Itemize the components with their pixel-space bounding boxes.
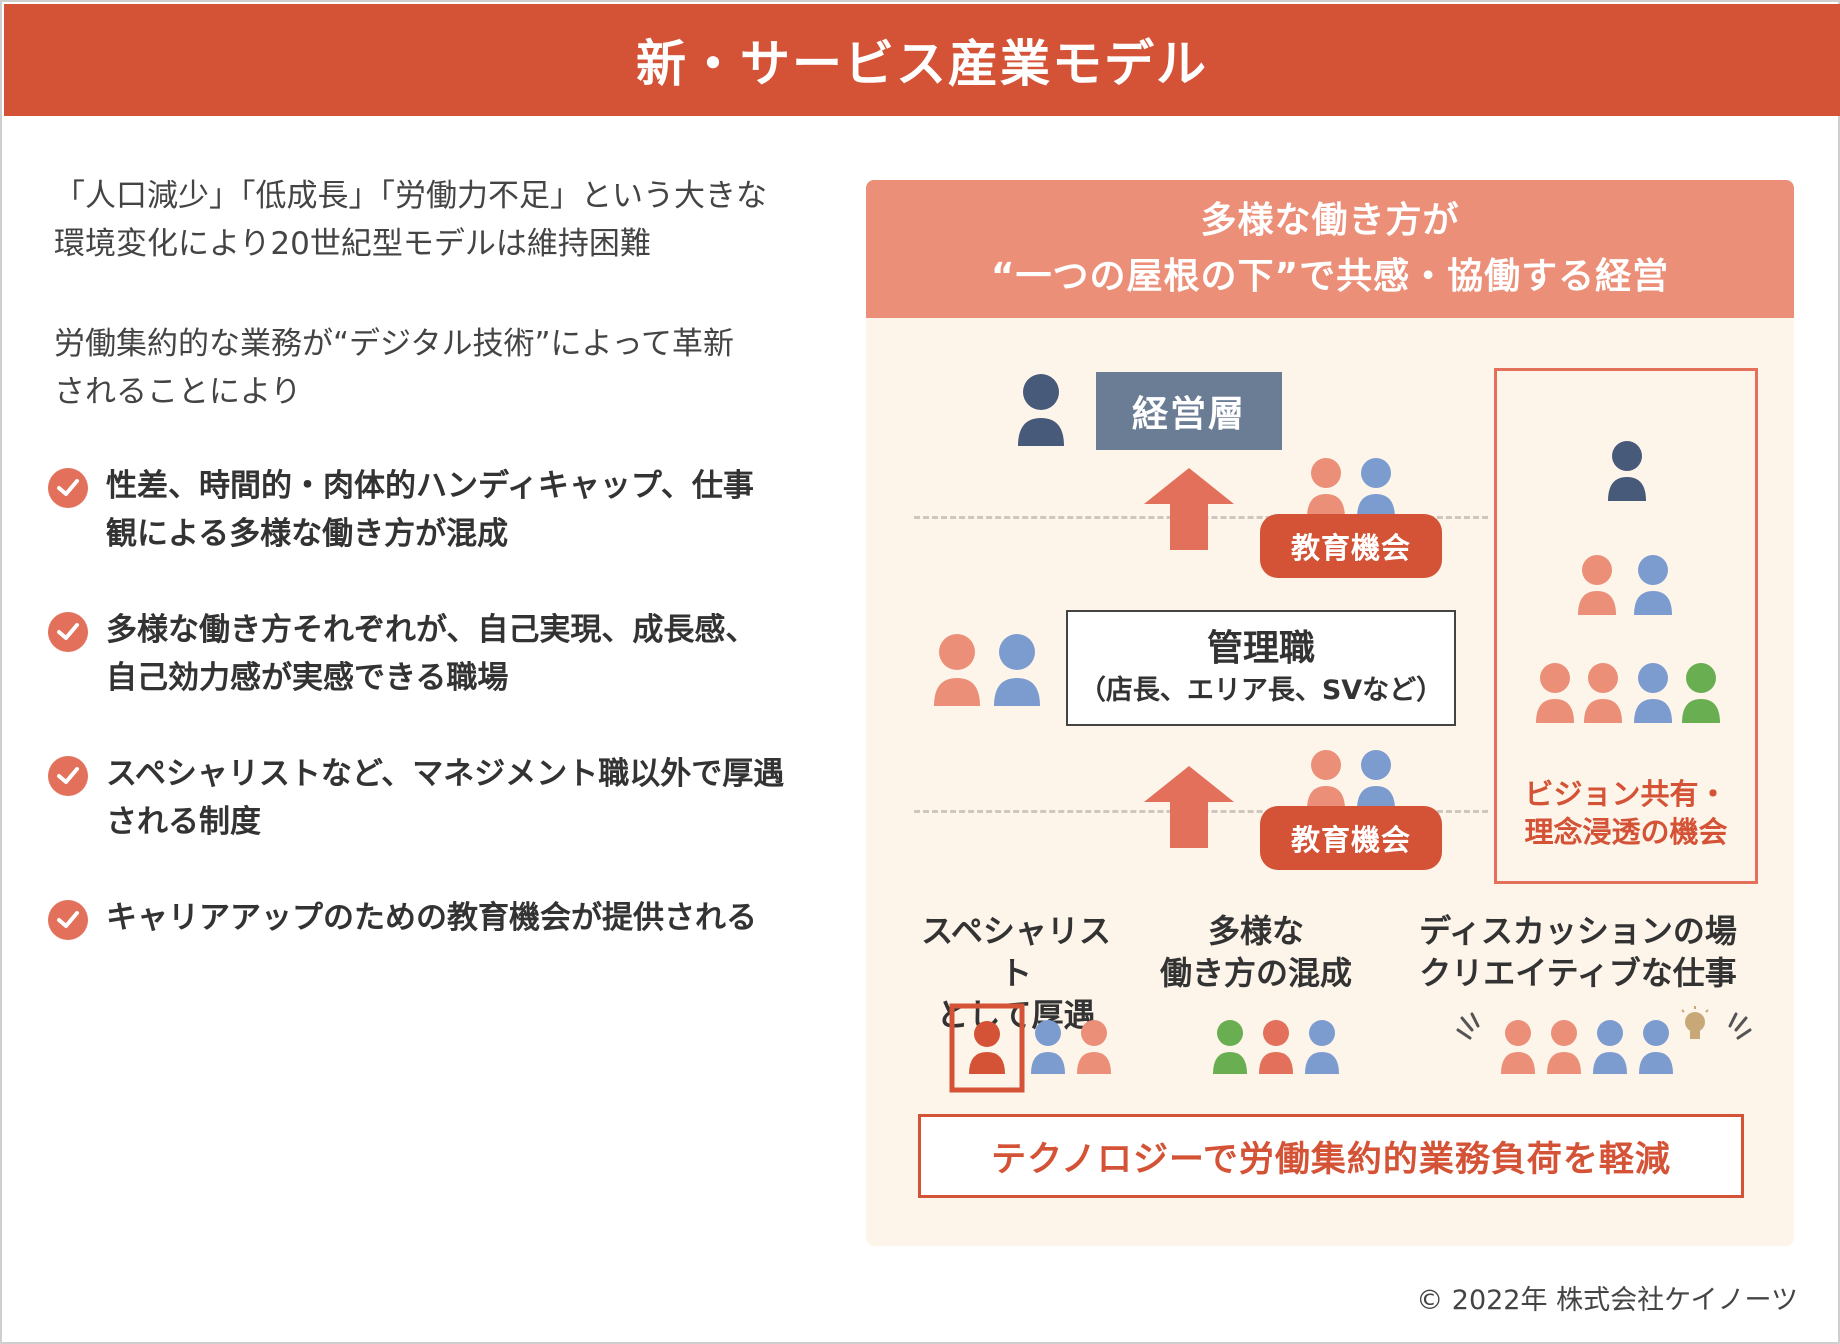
intro-line: 環境変化により20世紀型モデルは維持困難	[54, 226, 651, 262]
category-line: 多様な	[1207, 912, 1304, 950]
person-icon	[1634, 663, 1672, 723]
manager-subtitle: （店長、エリア長、SVなど）	[1078, 675, 1444, 706]
manager-box: 管理職 （店長、エリア長、SVなど）	[1066, 610, 1456, 726]
person-icon	[1634, 555, 1672, 615]
person-icon	[1307, 750, 1345, 810]
category-discussion: ディスカッションの場 クリエイティブな仕事	[1406, 910, 1750, 994]
person-icon	[934, 634, 980, 706]
arrow-up-icon	[1144, 468, 1234, 550]
person-icon	[1547, 1020, 1581, 1074]
category-diverse-work: 多様な 働き方の混成	[1146, 910, 1366, 994]
page-title: 新・サービス産業モデル	[636, 35, 1208, 93]
vision-label: ビジョン共有・ 理念浸透の機会	[1497, 775, 1755, 851]
person-icon	[994, 634, 1040, 706]
bullet-line: 自己効力感が実感できる職場	[106, 660, 509, 696]
vision-label-line: ビジョン共有・	[1524, 777, 1728, 811]
vision-sharing-box: ビジョン共有・ 理念浸透の機会	[1494, 368, 1758, 884]
highlighted-person-icon	[949, 1003, 1025, 1093]
spark-lines-icon	[1456, 1012, 1480, 1040]
bullet-item: 性差、時間的・肉体的ハンディキャップ、仕事 観による多様な働き方が混成	[48, 462, 828, 558]
person-icon	[1031, 1020, 1065, 1074]
bullet-line: 性差、時間的・肉体的ハンディキャップ、仕事	[106, 468, 754, 504]
intro-line: されることにより	[54, 374, 302, 410]
person-icon	[1608, 441, 1646, 501]
person-icon	[1357, 750, 1395, 810]
person-icon	[1077, 1020, 1111, 1074]
executive-box: 経営層	[1096, 372, 1282, 450]
person-icon	[1682, 663, 1720, 723]
category-line: クリエイティブな仕事	[1419, 954, 1737, 992]
bullet-line: キャリアアップのための教育機会が提供される	[106, 900, 757, 936]
person-icon	[1213, 1020, 1247, 1074]
category-line: として厚遇	[936, 996, 1096, 1034]
category-line: ディスカッションの場	[1419, 912, 1737, 950]
education-badge: 教育機会	[1260, 514, 1442, 578]
person-icon	[1639, 1020, 1673, 1074]
spark-lines-icon	[1728, 1012, 1752, 1040]
bullet-text: キャリアアップのための教育機会が提供される	[106, 894, 757, 942]
person-icon	[1501, 1020, 1535, 1074]
arrow-up-icon	[1144, 766, 1234, 848]
bullet-line: スペシャリストなど、マネジメント職以外で厚遇	[106, 756, 785, 792]
person-icon	[1259, 1020, 1293, 1074]
vision-label-line: 理念浸透の機会	[1524, 815, 1728, 849]
bullet-item: スペシャリストなど、マネジメント職以外で厚遇 される制度	[48, 750, 828, 846]
person-icon	[1536, 663, 1574, 723]
check-circle-icon	[48, 468, 88, 508]
title-bar: 新・サービス産業モデル	[4, 4, 1840, 116]
category-specialist: スペシャリスト として厚遇	[906, 910, 1126, 1036]
person-icon	[1584, 663, 1622, 723]
panel-header-line: 多様な働き方が	[1200, 200, 1460, 241]
education-badge: 教育機会	[1260, 806, 1442, 870]
bullet-item: キャリアアップのための教育機会が提供される	[48, 894, 828, 942]
check-circle-icon	[48, 756, 88, 796]
intro-line: 「人口減少」「低成長」「労働力不足」という大きな	[54, 178, 767, 214]
bullet-text: 多様な働き方それぞれが、自己実現、成長感、 自己効力感が実感できる職場	[106, 606, 756, 702]
bullet-text: スペシャリストなど、マネジメント職以外で厚遇 される制度	[106, 750, 784, 846]
category-line: 働き方の混成	[1159, 954, 1352, 992]
bullet-line: 観による多様な働き方が混成	[106, 516, 509, 552]
bullet-item: 多様な働き方それぞれが、自己実現、成長感、 自己効力感が実感できる職場	[48, 606, 828, 702]
check-circle-icon	[48, 900, 88, 940]
org-diagram-panel: 多様な働き方が “一つの屋根の下”で共感・協働する経営 経営層 教育機会 教育機…	[866, 180, 1794, 1246]
lightbulb-icon	[1681, 1006, 1709, 1039]
manager-title: 管理職	[1206, 628, 1315, 669]
panel-header: 多様な働き方が “一つの屋根の下”で共感・協働する経営	[866, 180, 1794, 318]
category-line: スペシャリスト	[921, 912, 1111, 992]
bullet-text: 性差、時間的・肉体的ハンディキャップ、仕事 観による多様な働き方が混成	[106, 462, 754, 558]
technology-banner: テクノロジーで労働集約的業務負荷を軽減	[918, 1114, 1744, 1198]
person-icon	[1578, 555, 1616, 615]
person-icon	[1357, 458, 1395, 518]
intro-line: 労働集約的な業務が“デジタル技術”によって革新	[54, 326, 735, 362]
panel-header-line: “一つの屋根の下”で共感・協働する経営	[990, 256, 1670, 297]
check-circle-icon	[48, 612, 88, 652]
copyright-notice: © 2022年 株式会社ケイノーツ	[1416, 1285, 1798, 1316]
bullet-line: 多様な働き方それぞれが、自己実現、成長感、	[106, 612, 757, 648]
intro-paragraph-2: 労働集約的な業務が“デジタル技術”によって革新 されることにより	[54, 320, 814, 416]
person-icon	[1305, 1020, 1339, 1074]
person-icon	[1018, 374, 1064, 446]
intro-paragraph-1: 「人口減少」「低成長」「労働力不足」という大きな 環境変化により20世紀型モデル…	[54, 172, 814, 268]
person-icon	[1307, 458, 1345, 518]
bullet-line: される制度	[106, 804, 261, 840]
person-icon	[1593, 1020, 1627, 1074]
